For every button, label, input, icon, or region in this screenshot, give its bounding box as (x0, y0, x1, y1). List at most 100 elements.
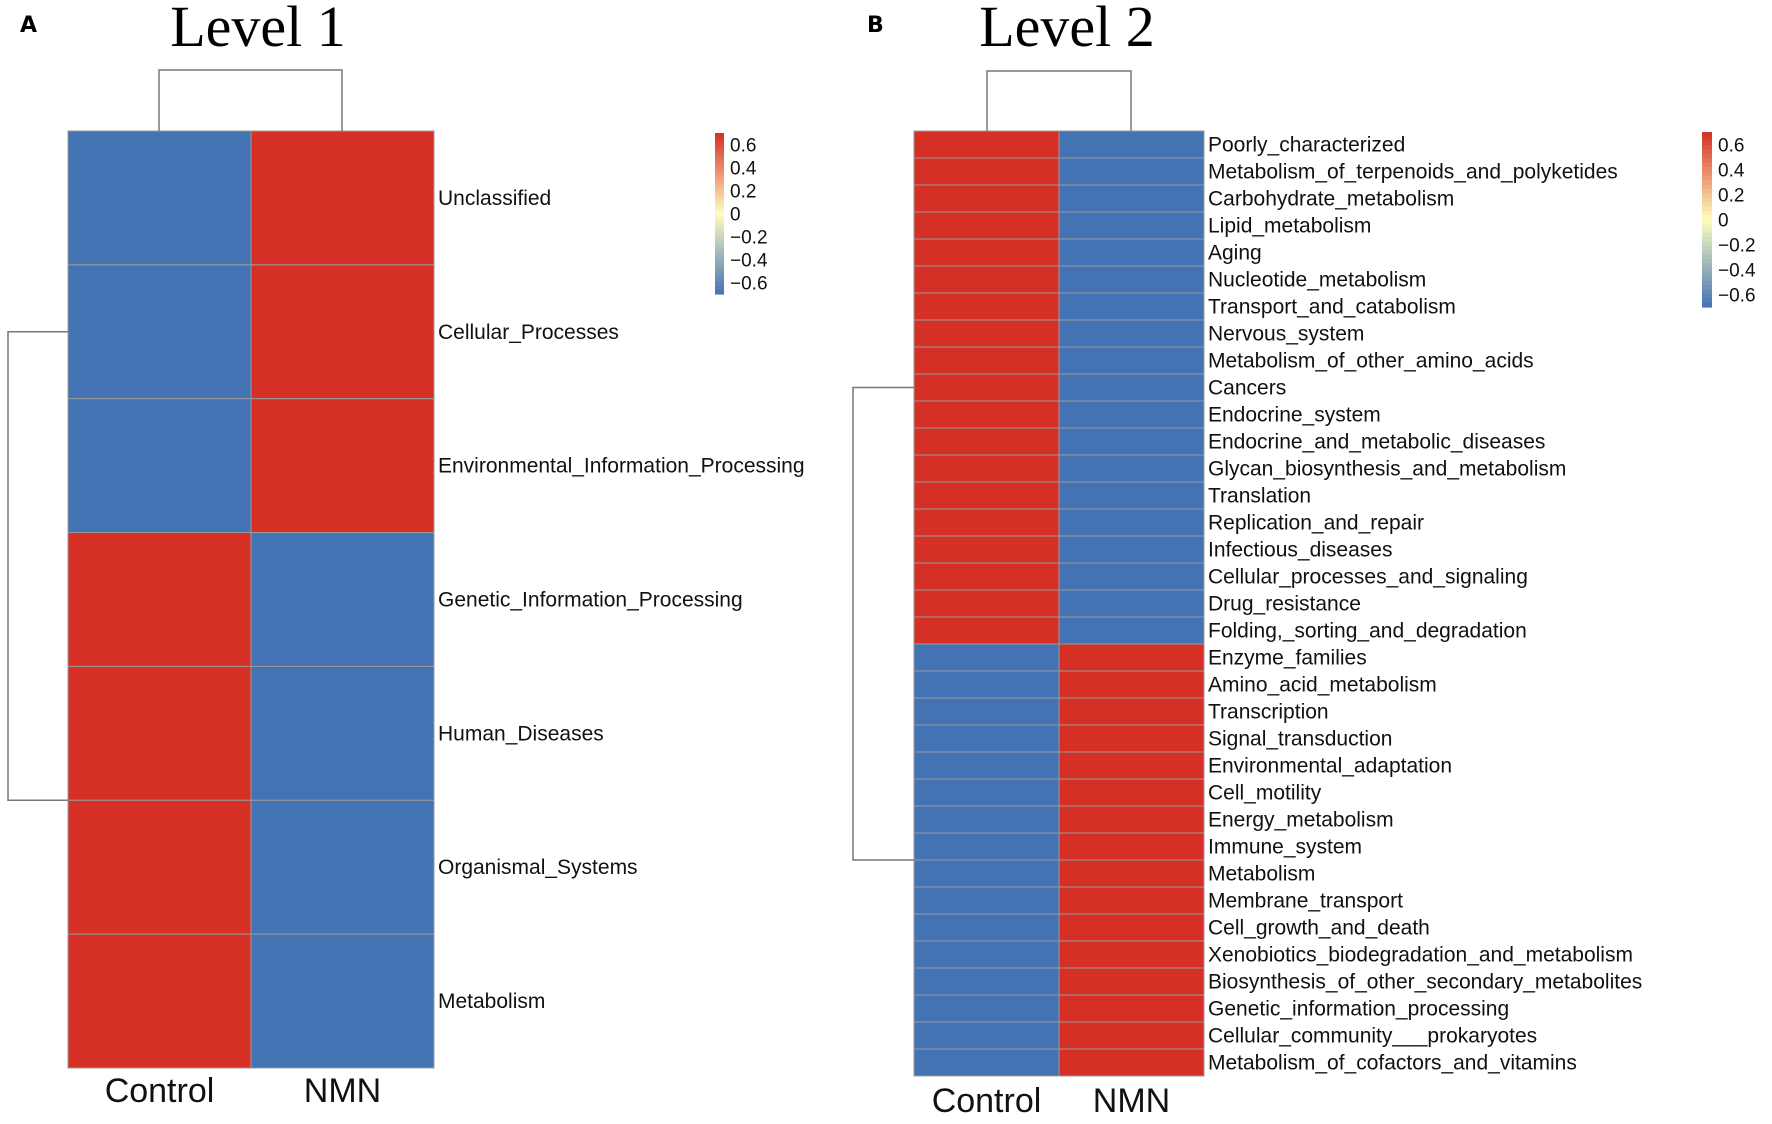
colorbar-segment (715, 221, 724, 227)
colorbar-segment (1702, 263, 1712, 269)
row-label: Unclassified (438, 187, 551, 210)
row-label: Cellular_processes_and_signaling (1208, 566, 1528, 589)
heatmap-cell (913, 346, 1060, 375)
chart-title: Level 1 (170, 0, 346, 59)
heatmap-cell (913, 589, 1060, 618)
heatmap-cell (1058, 454, 1205, 483)
row-label: Amino_acid_metabolism (1208, 674, 1437, 697)
heatmap-cell (913, 130, 1060, 159)
heatmap-cell (1058, 751, 1205, 780)
colorbar-segment (715, 197, 724, 203)
heatmap-cell (1058, 373, 1205, 402)
colorbar-segment (1702, 298, 1712, 304)
colorbar-segment (715, 181, 724, 186)
heatmap-cell (1058, 589, 1205, 618)
heatmap-cell (913, 616, 1060, 645)
row-label: Transcription (1208, 701, 1329, 724)
heatmap-cell (67, 398, 252, 534)
colorbar-segment (715, 209, 724, 215)
row-label: Cell_motility (1208, 782, 1322, 805)
heatmap-cell (1058, 130, 1205, 159)
heatmap-cell (67, 799, 252, 935)
colorbar-segment (715, 149, 724, 154)
colorbar-segment (715, 169, 724, 174)
colorbar-segment (715, 213, 724, 219)
row-label: Biosynthesis_of_other_secondary_metaboli… (1208, 971, 1642, 994)
heatmap-cell (1058, 994, 1205, 1023)
colorbar-segment (715, 281, 724, 287)
heatmap-cell (1058, 778, 1205, 807)
colorbar-segment (715, 253, 724, 259)
heatmap-cell (250, 398, 435, 534)
row-label: Glycan_biosynthesis_and_metabolism (1208, 458, 1566, 481)
heatmap-cell (1058, 616, 1205, 645)
colorbar-segment (1702, 149, 1712, 155)
heatmap-cell (1058, 481, 1205, 510)
heatmap-cell (913, 724, 1060, 753)
heatmap-cell (1058, 832, 1205, 861)
heatmap-cell (250, 130, 435, 266)
colorbar-tick: 0.2 (730, 182, 756, 203)
heatmap-cell (913, 994, 1060, 1023)
colorbar-segment (1702, 180, 1712, 186)
colorbar-tick: −0.6 (730, 274, 768, 295)
column-label: NMN (1093, 1082, 1170, 1120)
colorbar-segment (1702, 210, 1712, 216)
colorbar-segment (1702, 237, 1712, 242)
heatmap-cell (1058, 211, 1205, 240)
colorbar-segment (1702, 202, 1712, 207)
row-label: Replication_and_repair (1208, 512, 1424, 535)
colorbar-segment (715, 249, 724, 255)
row-label: Genetic_information_processing (1208, 998, 1509, 1021)
colorbar-segment (1702, 153, 1712, 159)
row-label: Environmental_Information_Processing (438, 455, 805, 478)
heatmap-cell (913, 211, 1060, 240)
colorbar-segment (1702, 219, 1712, 225)
heatmap-cell (913, 859, 1060, 888)
heatmap-cell (1058, 535, 1205, 564)
colorbar-segment (715, 189, 724, 194)
row-label: Enzyme_families (1208, 647, 1367, 670)
heatmap-cell (1058, 643, 1205, 672)
row-label: Drug_resistance (1208, 593, 1361, 616)
heatmap-cell (913, 265, 1060, 294)
colorbar-segment (715, 165, 724, 170)
colorbar-tick: 0.6 (730, 136, 756, 157)
row-label: Metabolism (438, 990, 545, 1013)
colorbar-segment (1702, 285, 1712, 291)
heatmap-cell (1058, 238, 1205, 267)
colorbar-segment (1702, 293, 1712, 299)
heatmap-cell (913, 427, 1060, 456)
heatmap-cell (913, 643, 1060, 672)
colorbar-segment (1702, 167, 1712, 172)
row-label: Metabolism_of_cofactors_and_vitamins (1208, 1052, 1577, 1075)
colorbar-tick: 0.4 (1718, 161, 1745, 182)
colorbar-segment (715, 273, 724, 279)
colorbar-segment (1702, 280, 1712, 286)
heatmap-cell (1058, 562, 1205, 591)
heatmap-cell (67, 532, 252, 667)
colorbar-segment (715, 185, 724, 190)
heatmap-cell (913, 967, 1060, 996)
column-label: Control (932, 1082, 1042, 1120)
row-label: Nucleotide_metabolism (1208, 269, 1426, 292)
heatmap-cell (1058, 1048, 1205, 1077)
column-dendrogram (986, 70, 1132, 131)
heatmap-cell (913, 400, 1060, 429)
row-label: Metabolism_of_other_amino_acids (1208, 350, 1534, 373)
colorbar-segment (715, 257, 724, 263)
column-dendrogram (158, 69, 343, 131)
heatmap-cell (1058, 157, 1205, 186)
chart-title: Level 2 (979, 0, 1155, 59)
row-label: Translation (1208, 485, 1311, 508)
heatmap-cell (1058, 859, 1205, 888)
heatmap-cell (913, 1048, 1060, 1077)
colorbar-segment (715, 153, 724, 158)
heatmap-cell (1058, 886, 1205, 915)
colorbar-segment (715, 193, 724, 198)
colorbar-segment (1702, 228, 1712, 234)
colorbar-segment (1702, 289, 1712, 295)
heatmap-cell (1058, 400, 1205, 429)
heatmap-cell (913, 184, 1060, 213)
heatmap-cell (1058, 346, 1205, 375)
